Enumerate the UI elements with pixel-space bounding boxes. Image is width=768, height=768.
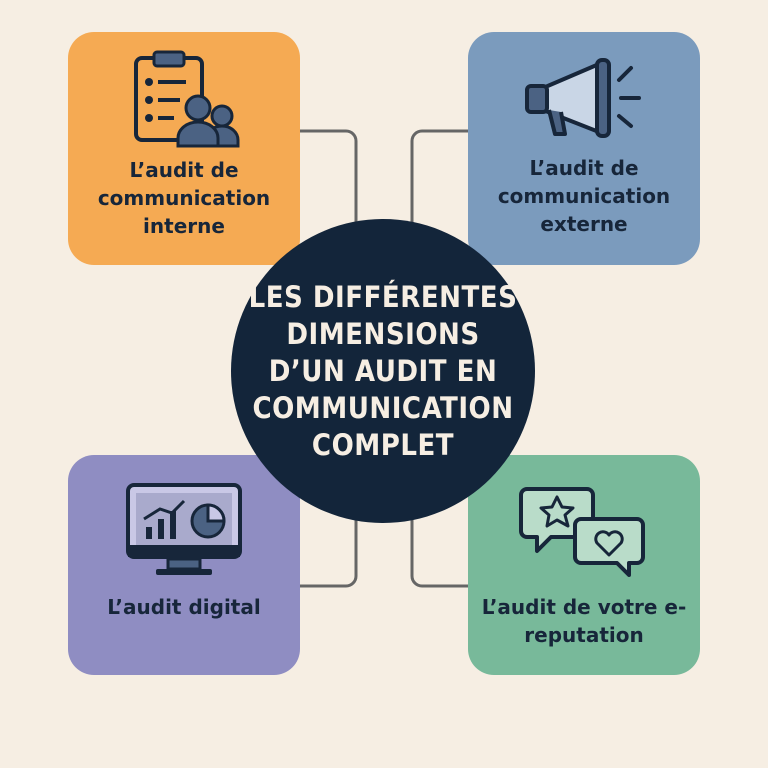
node-audit-externe: L’audit de communication externe: [468, 32, 700, 265]
node-audit-ereputation: L’audit de votre e-reputation: [468, 455, 700, 675]
node-label: L’audit digital: [107, 595, 261, 619]
central-title: LES DIFFÉRENTES DIMENSIONS D’UN AUDIT EN…: [248, 279, 518, 462]
connector-digital: [300, 500, 358, 588]
review-bubbles-icon: [519, 487, 645, 577]
clipboard-team-icon: [134, 50, 240, 148]
node-label: L’audit de communication interne: [97, 158, 271, 238]
connector-interne: [300, 129, 358, 250]
node-label: L’audit de votre e-reputation: [481, 595, 687, 647]
connector-externe: [410, 129, 468, 250]
node-audit-interne: L’audit de communication interne: [68, 32, 300, 265]
megaphone-icon: [525, 58, 641, 138]
node-audit-digital: L’audit digital: [68, 455, 300, 675]
monitor-analytics-icon: [126, 483, 242, 575]
node-label: L’audit de communication externe: [497, 156, 671, 236]
connector-ereputation: [410, 500, 468, 588]
central-topic: LES DIFFÉRENTES DIMENSIONS D’UN AUDIT EN…: [231, 219, 535, 523]
